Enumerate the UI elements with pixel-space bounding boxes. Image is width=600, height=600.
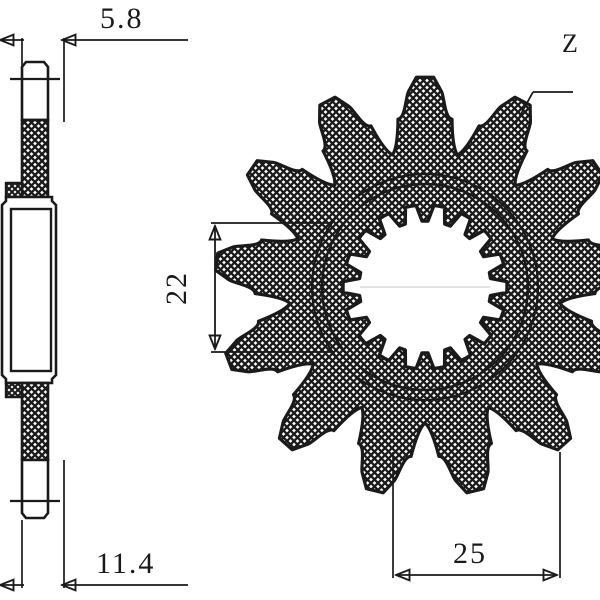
section-lower-web — [4, 381, 50, 462]
section-upper-web — [4, 118, 50, 199]
dim-22-label: 22 — [160, 271, 193, 305]
section-upper-tooth-outline — [20, 60, 50, 122]
front-view — [214, 75, 600, 495]
section-upper-web-body — [20, 118, 50, 199]
section-lower-tooth-outline — [20, 458, 50, 520]
z-label: Z — [562, 29, 578, 58]
z-leader-diagonal — [515, 91, 534, 124]
section-lower-web-body — [20, 381, 50, 462]
dim-25-label: 25 — [453, 537, 487, 570]
dim-11-4-label: 11.4 — [96, 547, 155, 580]
sprocket-pitch-circle — [310, 172, 540, 402]
dimension-22: 22 — [160, 222, 330, 353]
section-lower-tooth — [10, 458, 60, 520]
dimension-5-8: 5.8 — [0, 2, 188, 122]
dim-5-8-label: 5.8 — [100, 2, 144, 35]
section-lower-shoulder — [4, 381, 24, 399]
section-hub — [0, 195, 58, 385]
callout-z: Z — [515, 29, 578, 124]
section-hub-bore — [9, 207, 53, 373]
dimension-11-4: 11.4 — [0, 460, 188, 588]
cross-section-view — [0, 60, 60, 520]
section-upper-shoulder — [4, 181, 24, 199]
dimension-25: 25 — [392, 452, 561, 578]
sprocket-hub-circle — [320, 182, 530, 392]
